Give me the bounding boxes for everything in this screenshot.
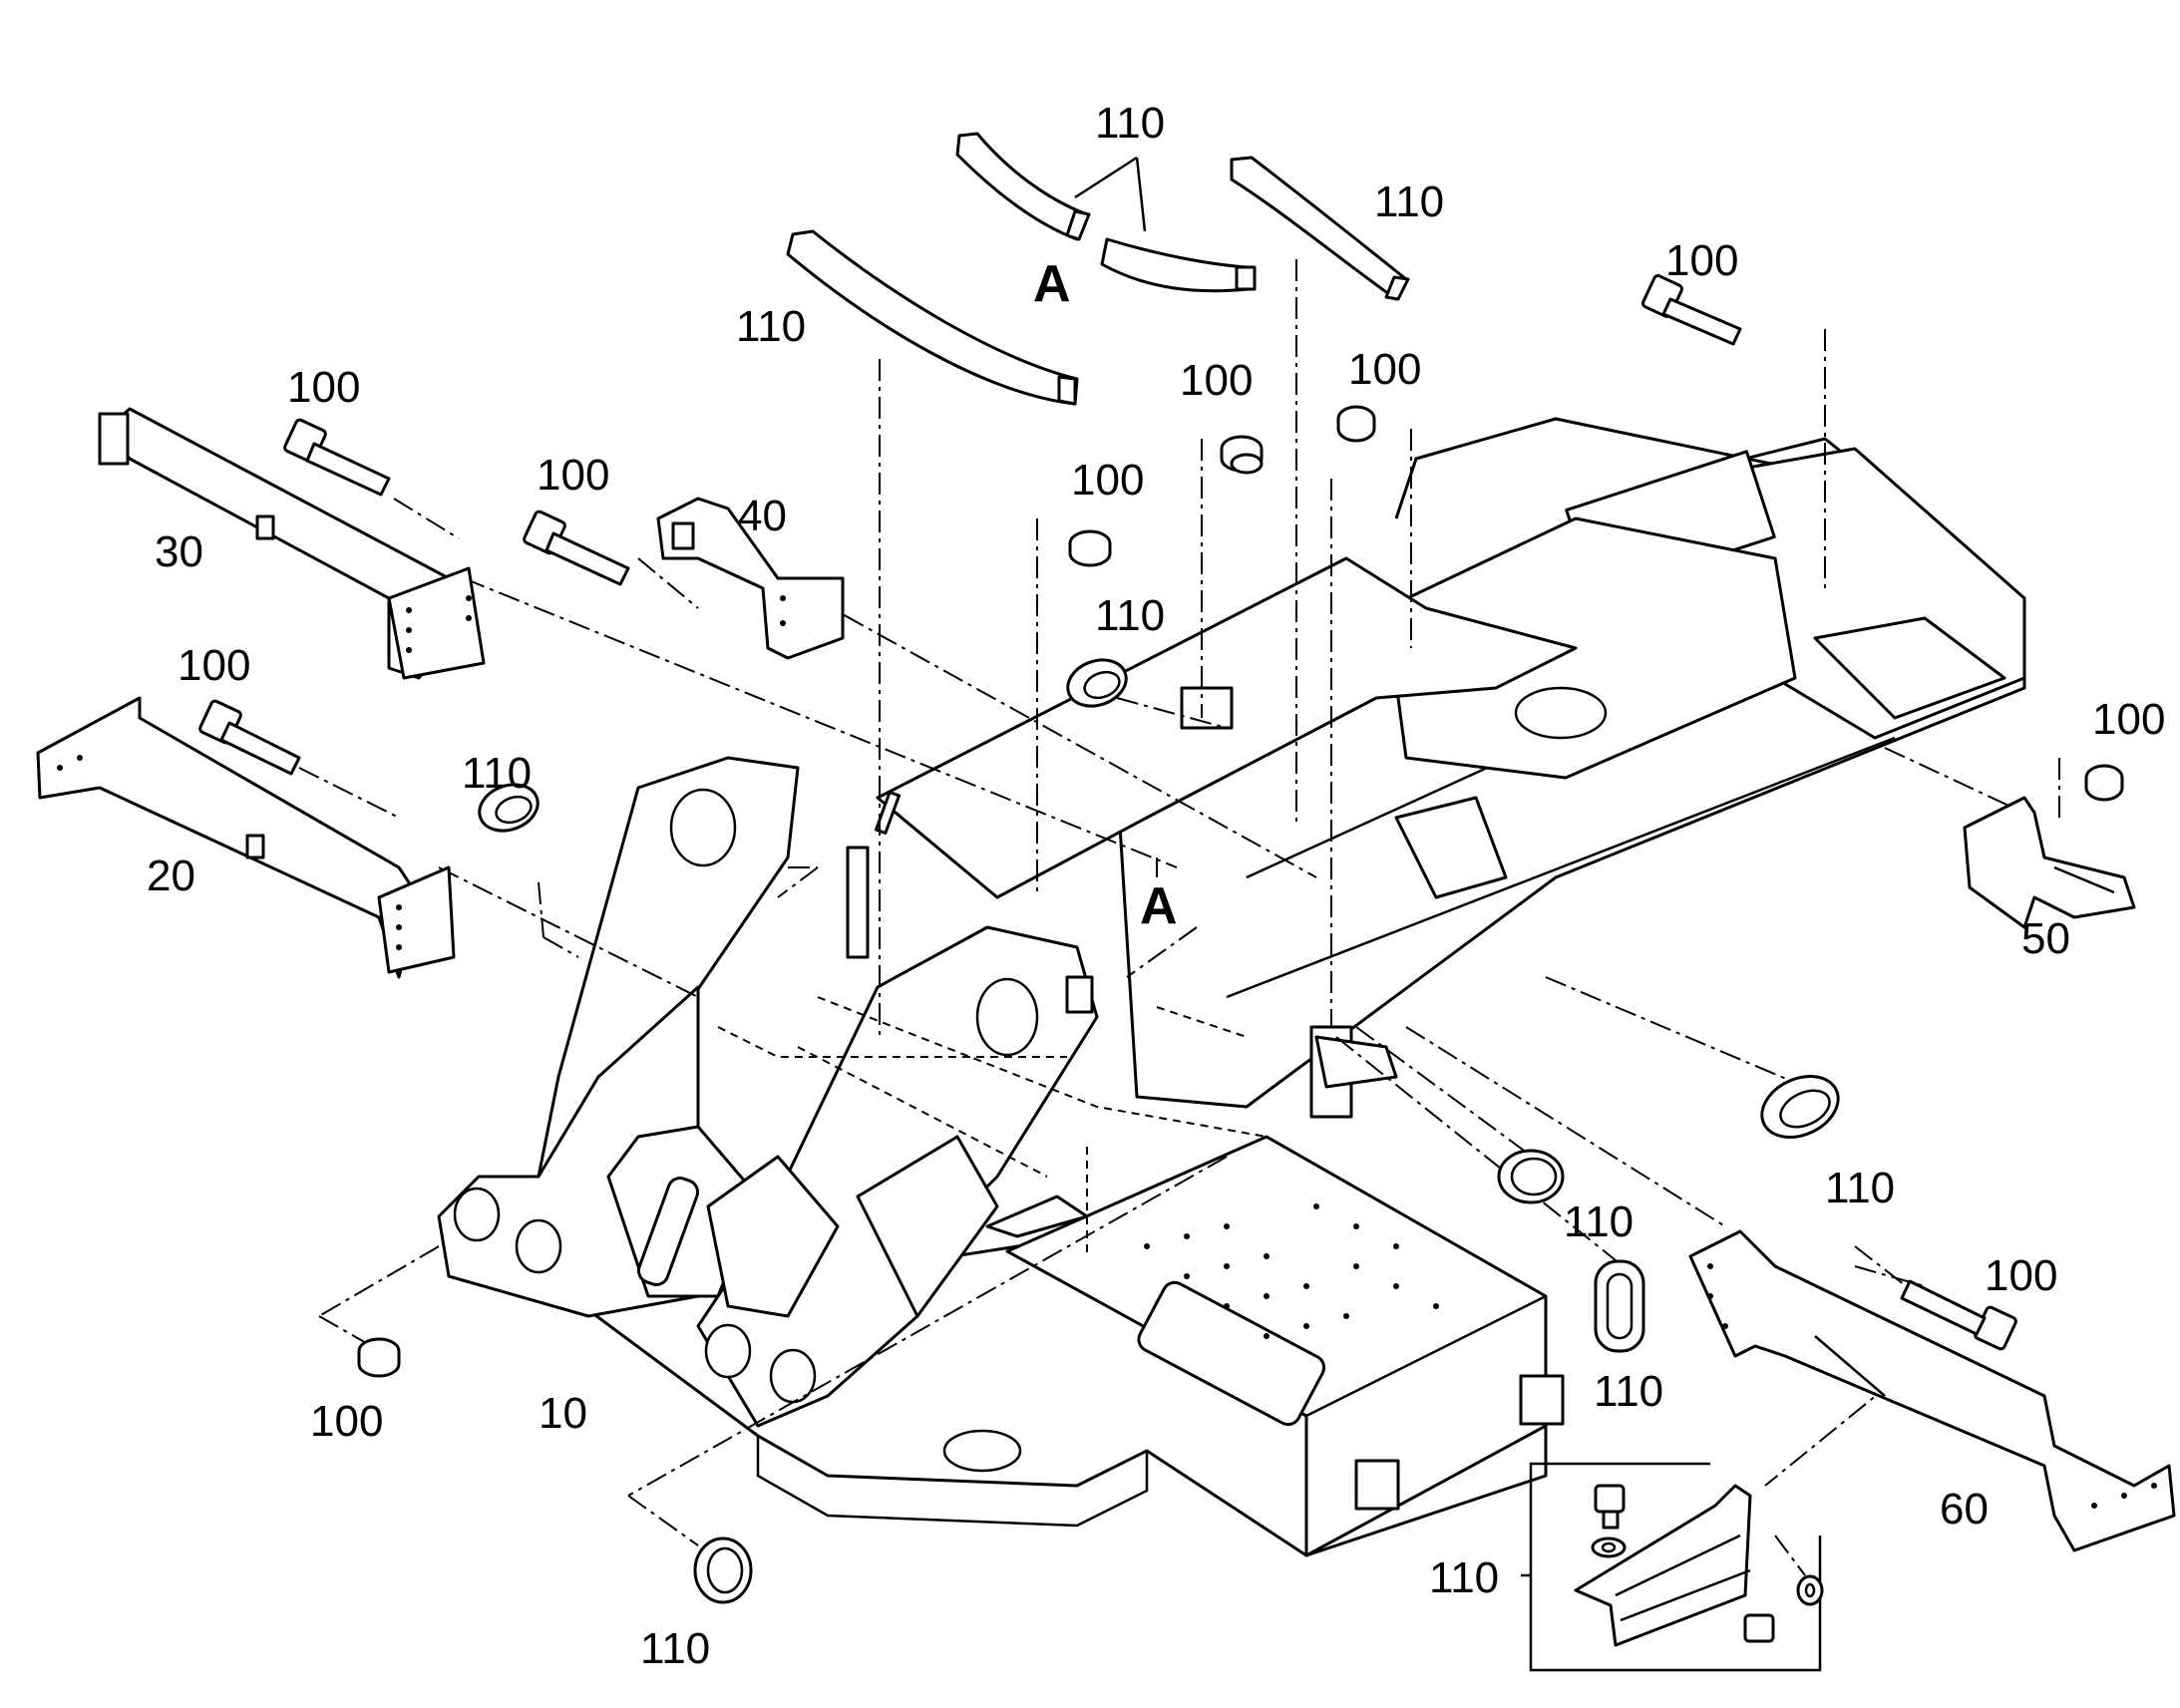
- ring-mount-left: [478, 783, 540, 833]
- bolt-left-mid: [523, 510, 630, 586]
- cross-member-part-20: [36, 696, 456, 979]
- callout-100-center: 100: [1180, 356, 1253, 405]
- callout-100-center-right: 100: [1348, 345, 1421, 394]
- callout-100-bottom-left: 100: [310, 1397, 383, 1446]
- ring-mount-right-lower: [1760, 1075, 1840, 1139]
- callout-110-left: 110: [462, 749, 532, 798]
- bracket-part-50: [1963, 796, 2136, 929]
- wear-strip-top-left: [786, 229, 1079, 406]
- callout-50: 50: [2021, 914, 2070, 963]
- callout-60: 60: [1940, 1485, 1989, 1534]
- callout-110-top-left: 110: [736, 302, 806, 351]
- callout-100-left-upper: 100: [287, 363, 360, 412]
- callout-100-top-right: 100: [1665, 236, 1738, 285]
- callout-100-center-left: 100: [1071, 456, 1144, 505]
- callout-100-left-lower: 100: [178, 641, 250, 690]
- bolt-lower-right: [1900, 1279, 2017, 1351]
- callout-110-center-lower: 110: [1594, 1367, 1663, 1416]
- callout-110-center-right: 110: [1564, 1197, 1634, 1246]
- bushing-right: [2084, 764, 2124, 802]
- callout-10: 10: [539, 1389, 587, 1438]
- ring-mount-center-lower: [1497, 1149, 1565, 1204]
- cross-member-part-30: [98, 407, 486, 680]
- ring-mount-center: [1066, 658, 1128, 708]
- ring-mount-bottom: [693, 1537, 753, 1604]
- callout-110-top: 110: [1095, 99, 1165, 148]
- callout-110-top-right: 110: [1374, 177, 1444, 226]
- main-frame-part-10: [437, 417, 2026, 1557]
- wear-strip-top-center-right: [1100, 237, 1257, 293]
- bushing-center-left: [1068, 529, 1112, 567]
- wear-strip-top-center-left: [955, 132, 1091, 241]
- cross-member-part-60: [1688, 1229, 2176, 1552]
- callout-20: 20: [147, 852, 195, 900]
- ring-mount-vertical: [1594, 1259, 1645, 1353]
- callout-110-bottom: 110: [640, 1624, 710, 1673]
- bushing-bottom-left: [357, 1337, 401, 1378]
- callout-40: 40: [738, 492, 787, 540]
- callout-100-right: 100: [2092, 695, 2165, 744]
- callout-100-left-mid: 100: [537, 451, 609, 500]
- leader-lines: [298, 259, 2060, 1546]
- callout-110-detail: 110: [1429, 1553, 1499, 1602]
- bolt-top-right: [1641, 274, 1742, 346]
- bolt-left-lower: [198, 699, 301, 776]
- callout-100-bottom-right: 100: [1985, 1251, 2057, 1300]
- callout-110-center-left: 110: [1095, 591, 1165, 640]
- bolt-left-upper: [283, 418, 391, 497]
- view-a-label-center: A: [1140, 877, 1178, 935]
- detail-inset-part-110: [1521, 1462, 1824, 1672]
- bracket-part-40: [656, 497, 845, 660]
- bolt-hole-pattern: [1144, 1203, 1439, 1339]
- wear-strip-top-right: [1230, 156, 1410, 301]
- callout-labels: 110 110 110 A 100 100 100 100 100 100 11…: [147, 99, 2165, 1673]
- bushing-center-upper: [1220, 435, 1264, 475]
- callout-30: 30: [155, 527, 203, 576]
- bushing-top-right: [1336, 405, 1376, 443]
- view-a-label-top: A: [1033, 255, 1071, 313]
- callout-110-right: 110: [1825, 1164, 1895, 1212]
